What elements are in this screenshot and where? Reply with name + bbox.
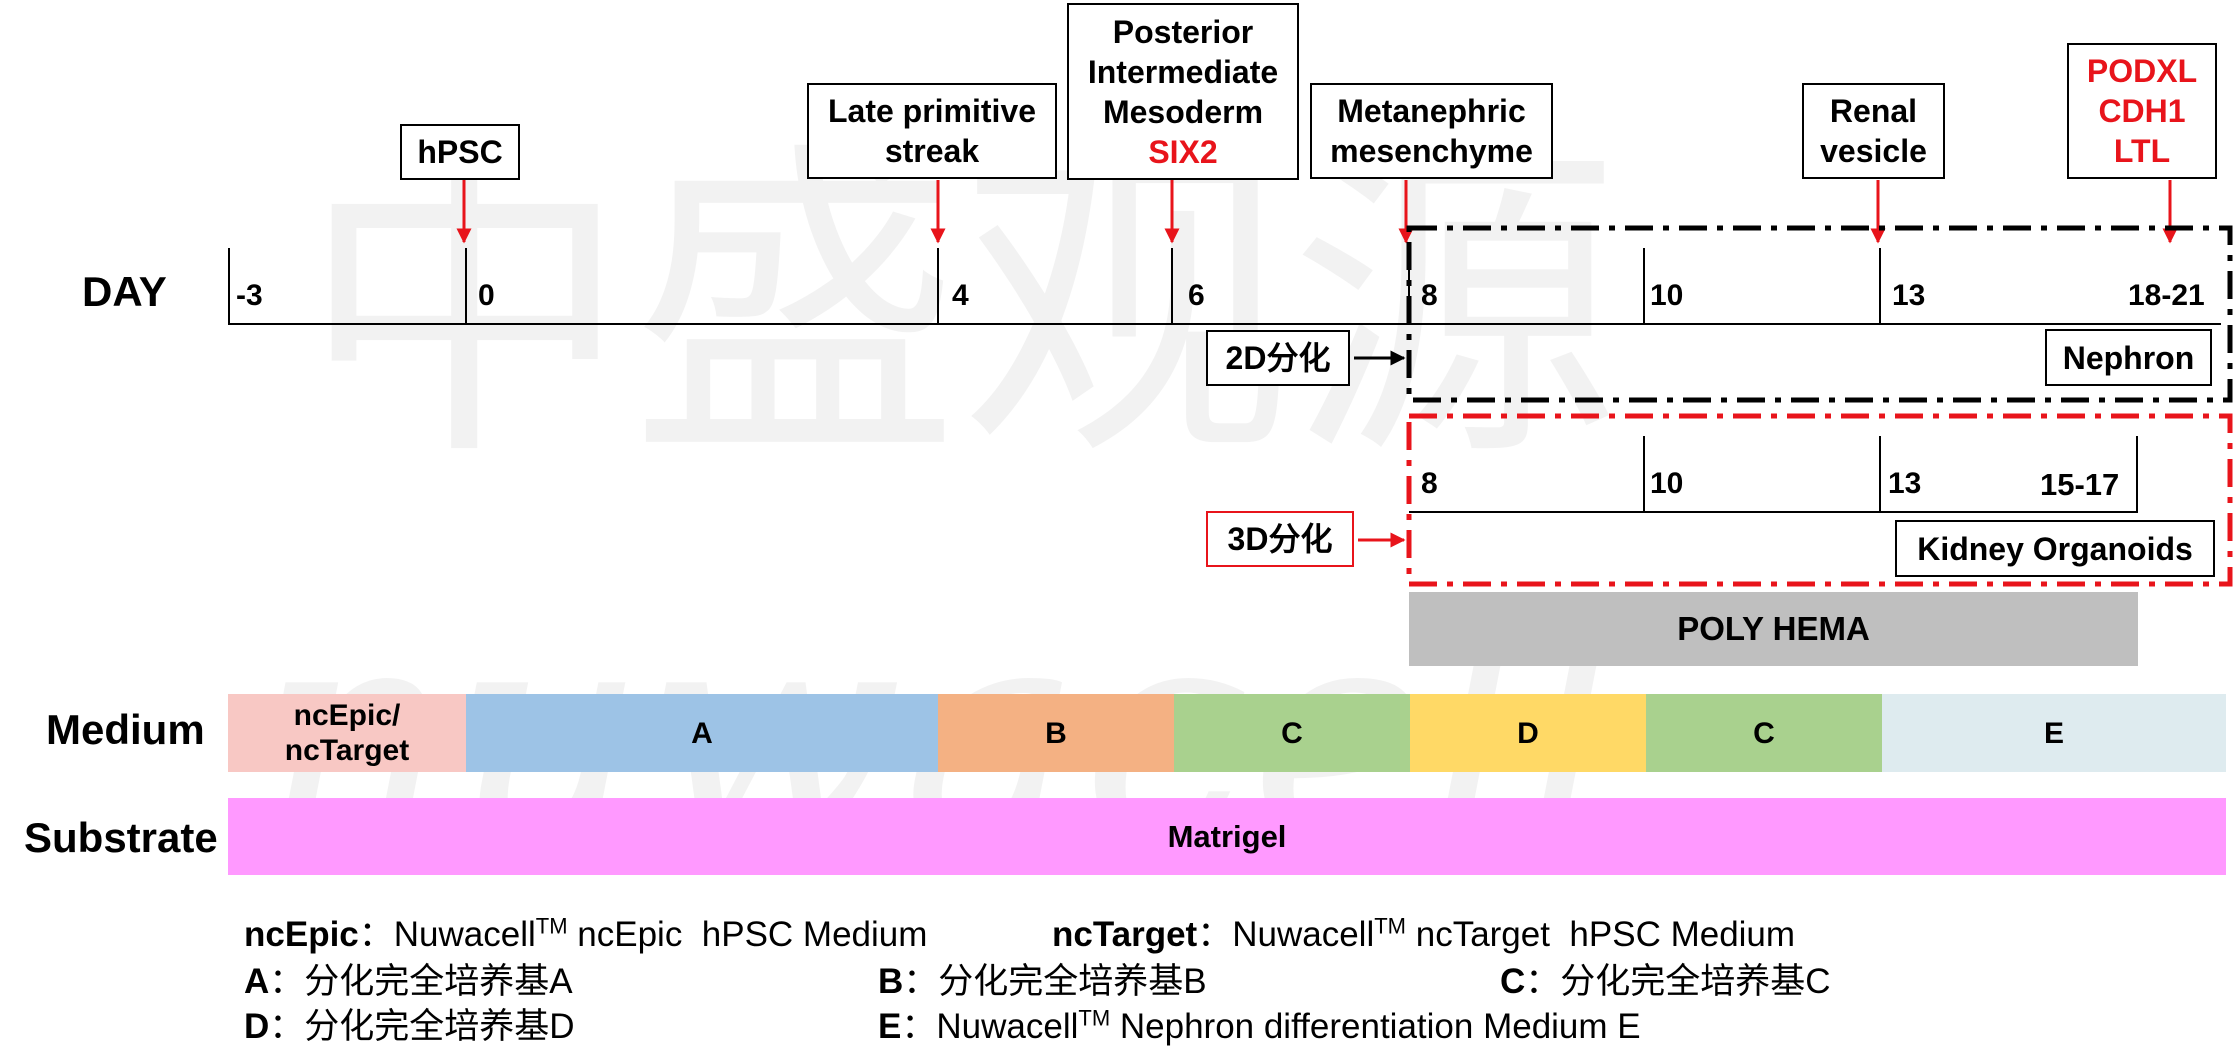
marker-podxl: PODXL xyxy=(2086,53,2198,89)
stage-renal-vesicle: Renal vesicle xyxy=(1802,83,1945,179)
legend-a: A：分化完全培养基A xyxy=(244,962,573,1001)
substrate-bar xyxy=(228,798,2226,875)
day-value-8: 8 xyxy=(1421,279,1438,312)
medium-label: Medium xyxy=(46,706,205,753)
marker-cdh1: CDH1 xyxy=(2098,93,2186,129)
marker-ltl: LTL xyxy=(2113,133,2171,169)
stage-late-primitive-streak-line2: streak xyxy=(884,133,980,169)
substrate-label: Substrate xyxy=(24,814,218,861)
stage-pim-line1: Posterior xyxy=(1112,13,1254,50)
medium-segment-e: E xyxy=(1882,694,2226,772)
day3d-value-15-17: 15-17 xyxy=(2040,467,2120,502)
medium-segment-c-second: C xyxy=(1646,694,1882,772)
stage-pim-line3: Mesoderm xyxy=(1102,93,1264,130)
stage-pim-marker: SIX2 xyxy=(1148,133,1218,170)
legend-ncepic: ncEpic：NuwacellTM ncEpic hPSC Medium xyxy=(244,913,928,954)
legend-nctarget: ncTarget：NuwacellTM ncTarget hPSC Medium xyxy=(1052,913,1796,954)
legend-b: B：分化完全培养基B xyxy=(878,962,1207,1001)
day-value-18-21: 18-21 xyxy=(2128,279,2205,312)
legend-e: E：NuwacellTM Nephron differentiation Med… xyxy=(878,1005,1641,1046)
stage-pim-line2: Intermediate xyxy=(1087,53,1279,90)
stage-late-primitive-streak-line1: Late primitive xyxy=(827,93,1037,129)
frame-2d xyxy=(1406,225,2233,403)
stage-metanephric-mesenchyme: Metanephric mesenchyme xyxy=(1310,83,1553,179)
legend-d: D：分化完全培养基D xyxy=(244,1007,575,1046)
day-value-0: 0 xyxy=(478,279,495,312)
medium-segment-a: A xyxy=(466,694,938,772)
stage-hpsc: hPSC xyxy=(400,124,520,180)
stage-rv-line2: vesicle xyxy=(1820,133,1927,169)
poly-hema-bar xyxy=(1409,592,2138,666)
poly-hema-label: POLY HEMA xyxy=(1677,610,1870,647)
label-3d-differentiation: 3D分化 xyxy=(1206,511,1354,567)
substrate-value: Matrigel xyxy=(1167,819,1287,854)
frame-3d xyxy=(1406,413,2233,587)
outcome-nephron: Nephron xyxy=(2045,329,2212,386)
legend-c: C：分化完全培养基C xyxy=(1500,962,1831,1001)
day-label: DAY xyxy=(82,268,167,315)
stage-mm-line2: mesenchyme xyxy=(1330,133,1533,169)
day-value-10: 10 xyxy=(1650,279,1684,312)
medium-segment-b: B xyxy=(938,694,1174,772)
stage-late-primitive-streak: Late primitive streak xyxy=(807,83,1057,179)
stage-mm-line1: Metanephric xyxy=(1337,93,1526,129)
day-value-13: 13 xyxy=(1892,279,1926,312)
medium-segment-d: D xyxy=(1410,694,1646,772)
day-value-minus3: -3 xyxy=(236,279,263,312)
stage-final-markers: PODXL CDH1 LTL xyxy=(2067,43,2217,179)
day-value-6: 6 xyxy=(1188,279,1205,312)
stage-rv-line1: Renal xyxy=(1829,93,1918,129)
outcome-kidney-organoids: Kidney Organoids xyxy=(1895,520,2215,577)
day-value-4: 4 xyxy=(952,279,969,312)
label-2d-differentiation: 2D分化 xyxy=(1206,330,1350,386)
medium-segment-c-first: C xyxy=(1174,694,1410,772)
day3d-value-10: 10 xyxy=(1650,467,1684,500)
day3d-value-13: 13 xyxy=(1888,467,1922,500)
medium-segment-ncepic-nctarget: ncEpic/ ncTarget xyxy=(228,694,466,772)
stage-hpsc-label: hPSC xyxy=(417,134,503,170)
stage-posterior-intermediate-mesoderm: Posterior Intermediate Mesoderm SIX2 xyxy=(1067,3,1299,180)
day3d-value-8: 8 xyxy=(1421,467,1438,500)
